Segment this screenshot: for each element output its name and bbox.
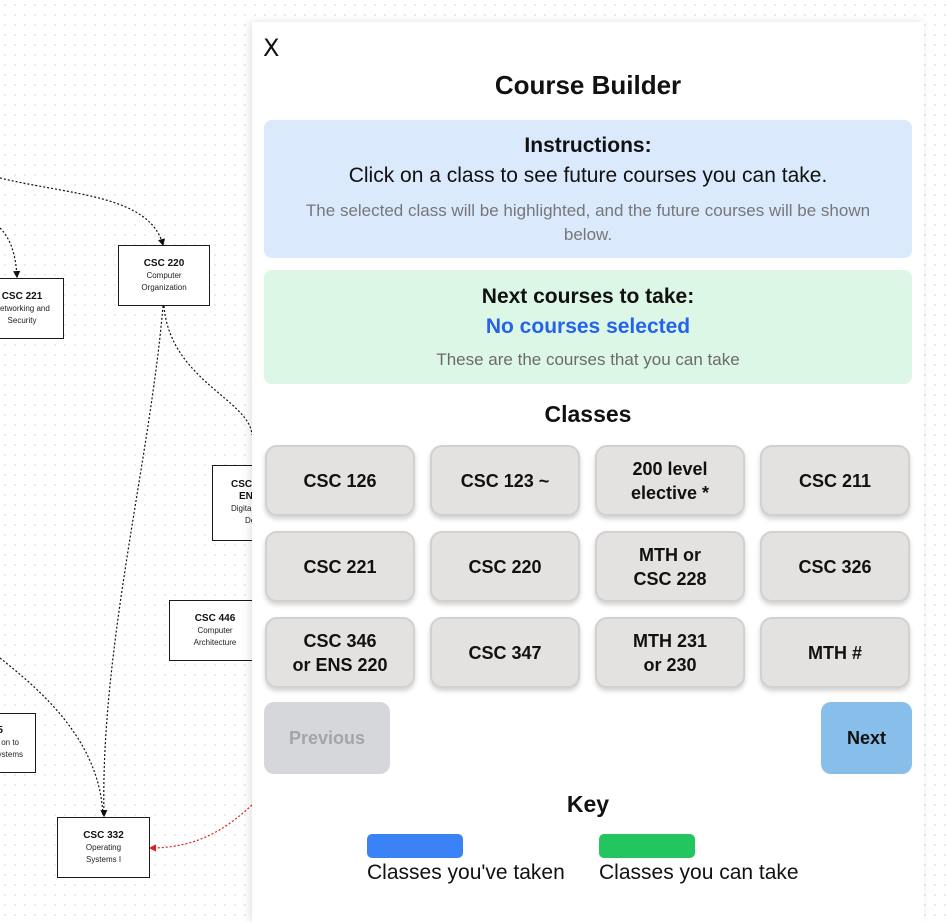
node-title: on to bbox=[1, 738, 19, 747]
class-button[interactable]: CSC 126 bbox=[265, 445, 415, 516]
next-button[interactable]: Next bbox=[821, 702, 912, 774]
node-title: Security bbox=[7, 315, 37, 325]
taken-color-swatch bbox=[367, 834, 463, 858]
instructions-sub-text: The selected class will be highlighted, … bbox=[305, 201, 871, 244]
node-csc446[interactable]: CSC 446 Computer Architecture bbox=[169, 600, 260, 661]
class-button[interactable]: CSC 220 bbox=[430, 531, 580, 602]
edge-csc220-right bbox=[163, 305, 253, 436]
node-title: De bbox=[245, 516, 256, 525]
node-csc215[interactable]: 15 on to ystems bbox=[0, 713, 36, 773]
can-take-key-label: Classes you can take bbox=[599, 861, 799, 884]
instructions-card: Instructions: Click on a class to see fu… bbox=[264, 120, 912, 258]
panel-title: Course Builder bbox=[494, 70, 682, 100]
edge-to-csc221 bbox=[0, 227, 21, 279]
class-button[interactable]: 200 level elective * bbox=[595, 445, 745, 516]
class-button[interactable]: CSC 347 bbox=[430, 617, 580, 688]
node-code: CSC 221 bbox=[1, 290, 43, 302]
edge-left-csc332 bbox=[0, 657, 104, 817]
node-title: Digital bbox=[231, 504, 254, 513]
instructions-heading: Instructions: bbox=[524, 134, 652, 157]
node-code: 15 bbox=[0, 725, 3, 736]
course-builder-panel: X Course Builder Instructions: Click on … bbox=[252, 22, 924, 922]
class-button[interactable]: CSC 123 ~ bbox=[430, 445, 580, 516]
node-csc332[interactable]: CSC 332 Operating Systems I bbox=[57, 817, 150, 878]
selected-courses-text: No courses selected bbox=[485, 315, 691, 338]
class-button[interactable]: CSC 211 bbox=[760, 445, 910, 516]
course-flowchart[interactable]: CSC 221 Networking and Security CSC 220 … bbox=[0, 0, 260, 918]
class-button[interactable]: CSC 326 bbox=[760, 531, 910, 602]
node-csc220[interactable]: CSC 220 Computer Organization bbox=[118, 245, 210, 306]
close-button[interactable]: X bbox=[263, 34, 280, 62]
class-grid: CSC 126 CSC 123 ~ 200 level elective * C… bbox=[265, 445, 912, 688]
node-code: CSC 220 bbox=[143, 257, 185, 269]
class-button[interactable]: CSC 221 bbox=[265, 531, 415, 602]
node-code: CSC 332 bbox=[83, 829, 124, 841]
node-title: Systems I bbox=[85, 854, 122, 864]
edge-csc220-csc332 bbox=[100, 305, 164, 818]
instructions-main-text: Click on a class to see future courses y… bbox=[348, 164, 828, 187]
node-code: CSC 446 bbox=[194, 612, 236, 624]
node-title: ystems bbox=[0, 750, 23, 759]
edge-to-csc220 bbox=[0, 177, 165, 247]
next-courses-sub-text: These are the courses that you can take bbox=[436, 350, 740, 369]
previous-button[interactable]: Previous bbox=[264, 702, 390, 774]
node-title: Computer bbox=[146, 270, 182, 280]
class-button[interactable]: MTH 231 or 230 bbox=[595, 617, 745, 688]
class-button[interactable]: CSC 346 or ENS 220 bbox=[265, 617, 415, 688]
node-title: Organization bbox=[141, 282, 187, 292]
node-code-alt: ENS bbox=[239, 491, 260, 502]
node-title: Architecture bbox=[193, 637, 237, 647]
node-code: CSC bbox=[231, 479, 253, 490]
classes-heading: Classes bbox=[544, 401, 632, 427]
edge-red-csc332 bbox=[148, 804, 253, 852]
node-title: Operating bbox=[85, 842, 122, 852]
next-courses-card: Next courses to take: No courses selecte… bbox=[264, 270, 912, 384]
key-heading: Key bbox=[566, 791, 610, 817]
node-title: Computer bbox=[197, 625, 233, 635]
node-title: Networking and bbox=[0, 303, 50, 313]
taken-key-label: Classes you've taken bbox=[367, 861, 565, 884]
next-courses-heading: Next courses to take: bbox=[481, 285, 695, 308]
can-take-color-swatch bbox=[599, 834, 695, 858]
prerequisite-edges bbox=[0, 177, 253, 852]
class-button[interactable]: MTH or CSC 228 bbox=[595, 531, 745, 602]
class-button[interactable]: MTH # bbox=[760, 617, 910, 688]
node-csc221[interactable]: CSC 221 Networking and Security bbox=[0, 278, 64, 339]
